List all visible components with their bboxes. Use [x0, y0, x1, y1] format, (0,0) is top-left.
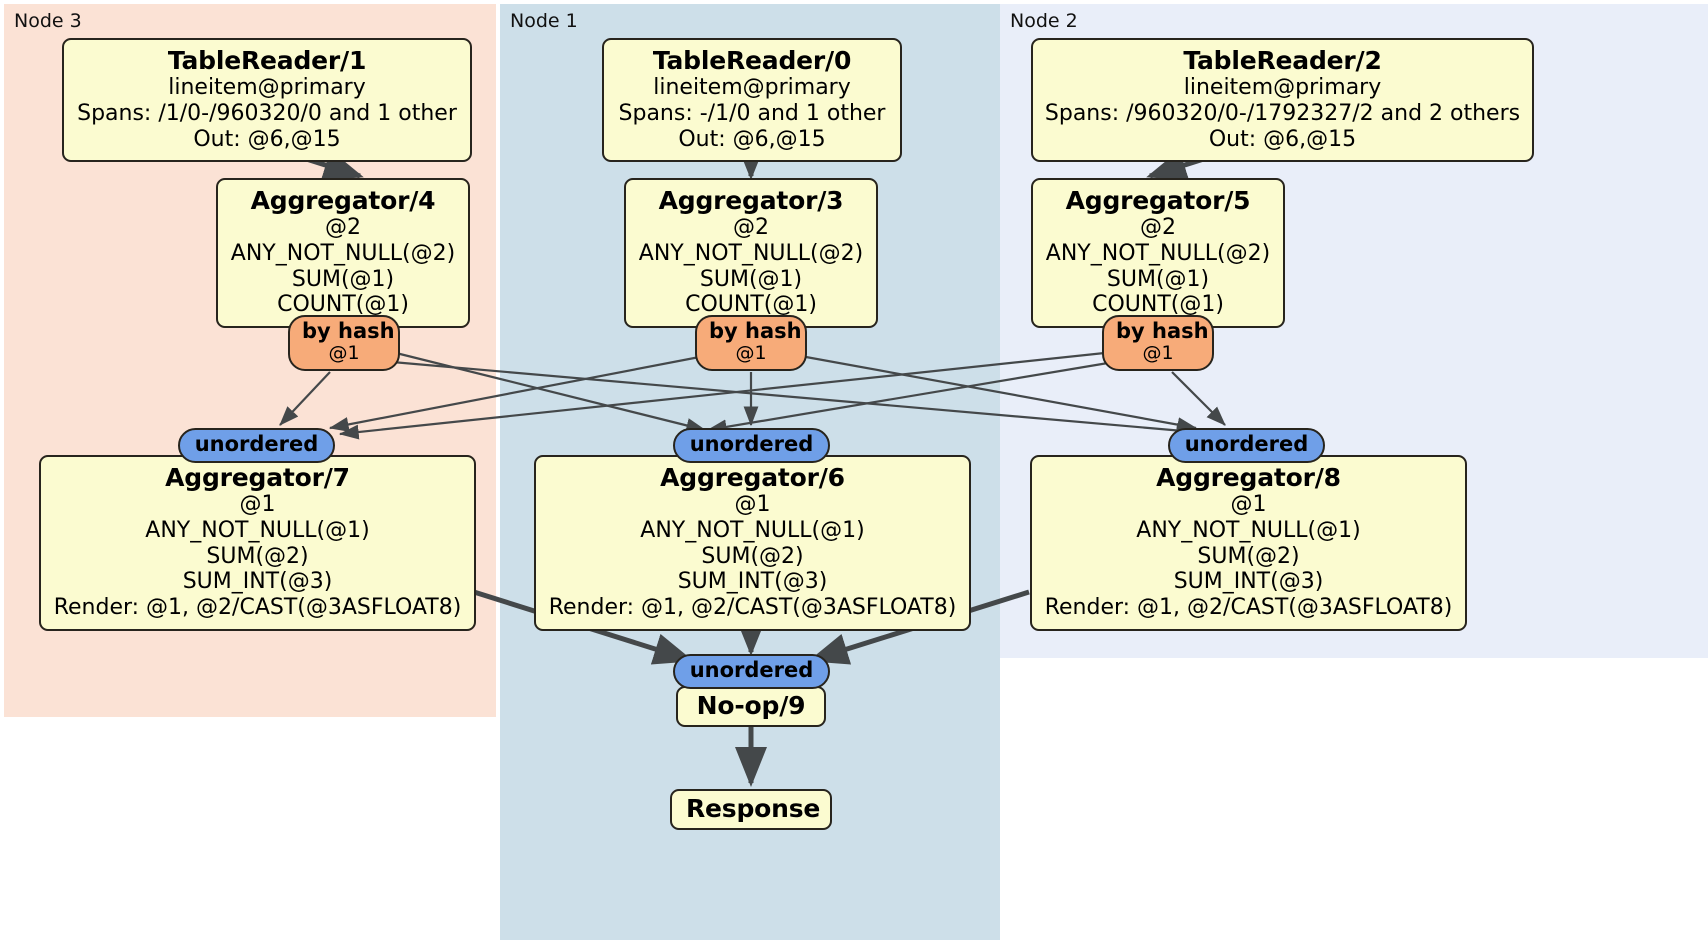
processor-tablereader-0[interactable]: TableReader/0 lineitem@primary Spans: -/… — [602, 38, 902, 163]
processor-detail: Render: @1, @2/CAST(@3ASFLOAT8) — [548, 595, 957, 621]
processor-detail: ANY_NOT_NULL(@1) — [145, 517, 370, 543]
processor-detail: SUM_INT(@3) — [677, 569, 828, 595]
router-label: unordered — [689, 432, 814, 456]
processor-detail: lineitem@primary — [1183, 75, 1382, 101]
processor-title: Aggregator/8 — [1156, 463, 1341, 492]
router-label: by hash — [709, 319, 802, 343]
processor-detail: ANY_NOT_NULL(@2) — [638, 240, 864, 266]
node-panel-label-node3: Node 3 — [14, 10, 82, 32]
processor-detail: SUM(@2) — [701, 543, 804, 569]
processor-aggregator-6[interactable]: Aggregator/6 @1 ANY_NOT_NULL(@1) SUM(@2)… — [534, 455, 971, 631]
processor-title: Aggregator/7 — [165, 463, 350, 492]
router-by-hash-right[interactable]: by hash @1 — [1102, 315, 1214, 371]
processor-detail: lineitem@primary — [168, 75, 366, 101]
processor-detail: COUNT(@1) — [277, 292, 409, 318]
processor-detail: COUNT(@1) — [685, 292, 817, 318]
processor-aggregator-4[interactable]: Aggregator/4 @2 ANY_NOT_NULL(@2) SUM(@1)… — [216, 178, 470, 329]
processor-detail: SUM(@1) — [699, 266, 803, 292]
processor-aggregator-5[interactable]: Aggregator/5 @2 ANY_NOT_NULL(@2) SUM(@1)… — [1031, 178, 1285, 329]
processor-detail: @2 — [733, 215, 769, 241]
router-sublabel: @1 — [328, 342, 360, 365]
processor-aggregator-8[interactable]: Aggregator/8 @1 ANY_NOT_NULL(@1) SUM(@2)… — [1030, 455, 1467, 631]
processor-detail: SUM(@2) — [206, 543, 309, 569]
processor-detail: ANY_NOT_NULL(@1) — [640, 517, 865, 543]
processor-detail: lineitem@primary — [653, 75, 851, 101]
processor-detail: ANY_NOT_NULL(@2) — [1045, 240, 1271, 266]
processor-detail: @1 — [734, 492, 771, 518]
processor-detail: SUM(@2) — [1197, 543, 1300, 569]
router-by-hash-left[interactable]: by hash @1 — [288, 315, 400, 371]
router-sublabel: @1 — [1142, 342, 1174, 365]
processor-detail: SUM_INT(@3) — [1173, 569, 1324, 595]
processor-tablereader-2[interactable]: TableReader/2 lineitem@primary Spans: /9… — [1031, 38, 1534, 163]
router-label: by hash — [302, 319, 395, 343]
processor-title: Aggregator/3 — [658, 186, 844, 215]
processor-detail: Spans: /1/0-/960320/0 and 1 other — [77, 100, 457, 126]
router-label: by hash — [1116, 319, 1209, 343]
processor-noop-9[interactable]: No-op/9 — [676, 686, 826, 728]
processor-detail: ANY_NOT_NULL(@2) — [230, 240, 456, 266]
router-unordered-left[interactable]: unordered — [178, 428, 335, 464]
processor-detail: Render: @1, @2/CAST(@3ASFLOAT8) — [53, 595, 462, 621]
processor-detail: @2 — [325, 215, 361, 241]
processor-detail: SUM(@1) — [1106, 266, 1210, 292]
router-by-hash-center[interactable]: by hash @1 — [695, 315, 807, 371]
processor-response[interactable]: Response — [670, 789, 832, 831]
processor-title: Aggregator/4 — [250, 186, 436, 215]
processor-title: Aggregator/5 — [1065, 186, 1251, 215]
router-label: unordered — [689, 658, 814, 682]
processor-title: TableReader/1 — [167, 46, 367, 75]
processor-detail: ANY_NOT_NULL(@1) — [1136, 517, 1361, 543]
processor-detail: SUM(@1) — [291, 266, 395, 292]
router-label: unordered — [1184, 432, 1309, 456]
processor-detail: Out: @6,@15 — [678, 126, 826, 152]
processor-title: Aggregator/6 — [660, 463, 845, 492]
processor-detail: Out: @6,@15 — [193, 126, 341, 152]
processor-detail: @1 — [239, 492, 276, 518]
processor-detail: Spans: -/1/0 and 1 other — [618, 100, 886, 126]
router-unordered-right[interactable]: unordered — [1168, 428, 1325, 464]
processor-tablereader-1[interactable]: TableReader/1 lineitem@primary Spans: /1… — [62, 38, 472, 163]
processor-title: TableReader/0 — [652, 46, 852, 75]
processor-detail: COUNT(@1) — [1092, 292, 1224, 318]
processor-title: No-op/9 — [696, 691, 806, 720]
processor-detail: SUM_INT(@3) — [182, 569, 333, 595]
processor-aggregator-3[interactable]: Aggregator/3 @2 ANY_NOT_NULL(@2) SUM(@1)… — [624, 178, 878, 329]
router-unordered-final[interactable]: unordered — [673, 654, 830, 690]
processor-aggregator-7[interactable]: Aggregator/7 @1 ANY_NOT_NULL(@1) SUM(@2)… — [39, 455, 476, 631]
processor-detail: Spans: /960320/0-/1792327/2 and 2 others — [1044, 100, 1521, 126]
node-panel-label-node1: Node 1 — [510, 10, 578, 32]
router-sublabel: @1 — [735, 342, 767, 365]
router-label: unordered — [194, 432, 319, 456]
router-unordered-center[interactable]: unordered — [673, 428, 830, 464]
processor-detail: @2 — [1140, 215, 1176, 241]
processor-detail: Out: @6,@15 — [1208, 126, 1357, 152]
node-panel-label-node2: Node 2 — [1010, 10, 1078, 32]
processor-detail: @1 — [1230, 492, 1267, 518]
processor-title: Response — [686, 794, 821, 823]
processor-detail: Render: @1, @2/CAST(@3ASFLOAT8) — [1044, 595, 1453, 621]
processor-title: TableReader/2 — [1183, 46, 1382, 75]
